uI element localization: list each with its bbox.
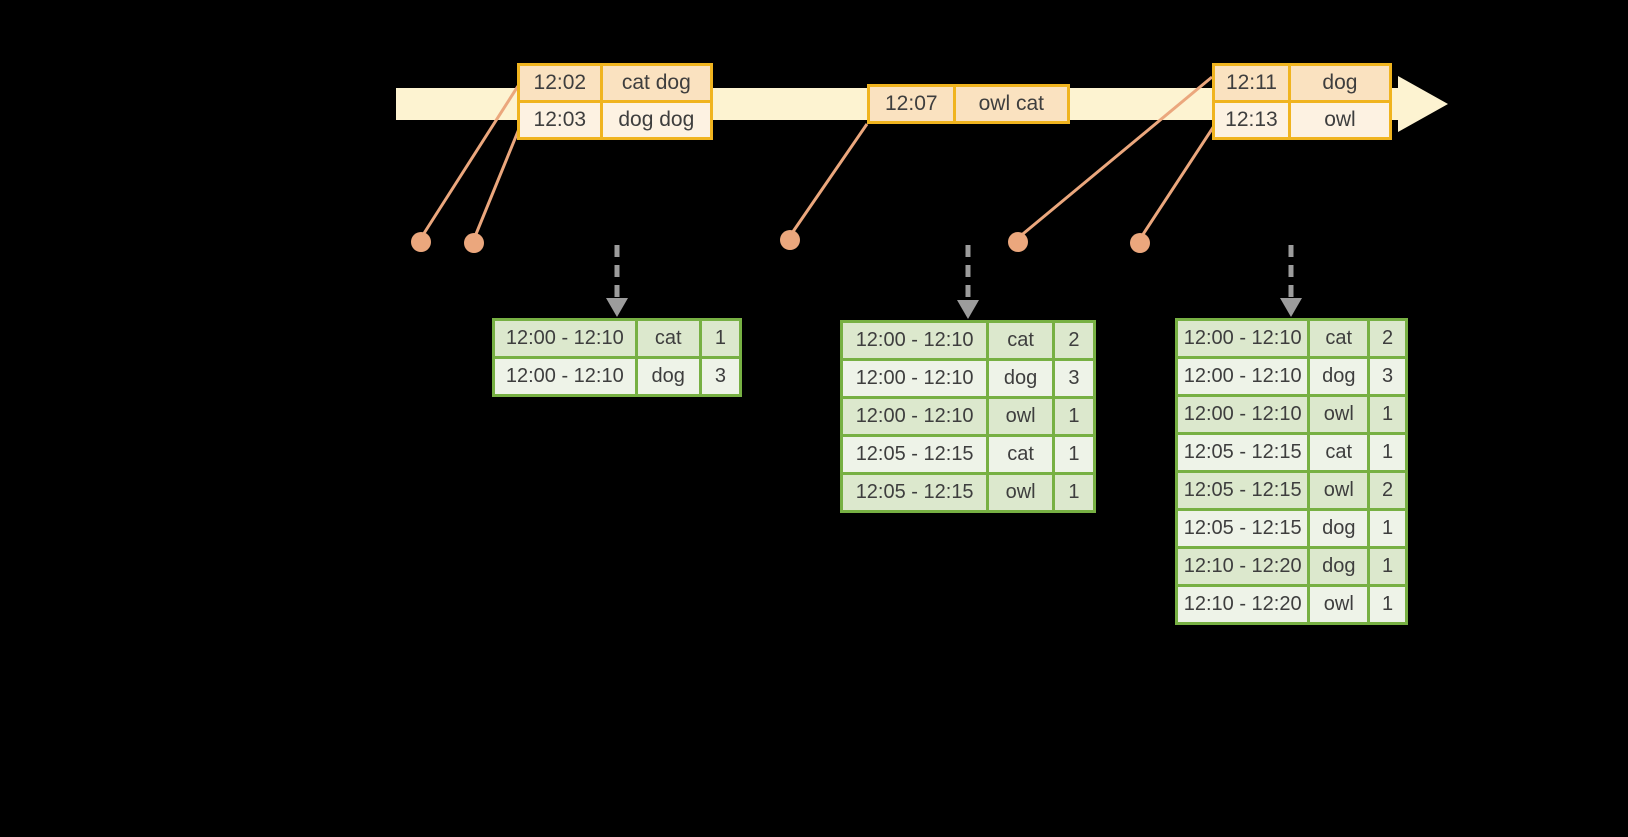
- table-cell: dog: [986, 358, 1055, 399]
- table-cell: owl: [1307, 584, 1371, 625]
- table-cell: cat: [986, 320, 1055, 361]
- table-cell: 12:00 - 12:10: [839, 320, 990, 361]
- table-cell: 2: [1051, 320, 1097, 361]
- table-cell: owl: [986, 472, 1055, 513]
- table-cell: 12:05 - 12:15: [839, 434, 990, 475]
- table-cell: 2: [1367, 470, 1408, 511]
- table-cell: 1: [1367, 508, 1408, 549]
- table-cell: 12:00 - 12:10: [1174, 394, 1311, 435]
- table-cell: dog: [1307, 508, 1371, 549]
- leader-line: [472, 123, 523, 240]
- table-cell: 12:00 - 12:10: [492, 356, 638, 397]
- table-cell: 1: [1051, 396, 1097, 437]
- table-cell: 12:11: [1212, 63, 1291, 103]
- table-cell: 3: [698, 356, 743, 397]
- table-cell: dog dog: [599, 100, 714, 140]
- table-cell: cat dog: [599, 63, 714, 103]
- event-dot-icon: [780, 230, 800, 250]
- table-cell: owl: [986, 396, 1055, 437]
- table-cell: 1: [1367, 546, 1408, 587]
- flow-arrow-icon: [1280, 245, 1302, 317]
- event-dot-icon: [1130, 233, 1150, 253]
- table-cell: owl: [1287, 100, 1393, 140]
- table-cell: 12:05 - 12:15: [1174, 508, 1311, 549]
- table-cell: dog: [634, 356, 702, 397]
- table-cell: 12:05 - 12:15: [1174, 432, 1311, 473]
- table-cell: 3: [1367, 356, 1408, 397]
- table-cell: dog: [1307, 546, 1371, 587]
- table-cell: 1: [1367, 584, 1408, 625]
- table-cell: 12:00 - 12:10: [1174, 318, 1311, 359]
- table-cell: 12:00 - 12:10: [492, 318, 638, 359]
- table-cell: 12:00 - 12:10: [839, 396, 990, 437]
- flow-arrow-icon: [606, 245, 628, 317]
- table-cell: owl: [1307, 394, 1371, 435]
- table-cell: cat: [1307, 318, 1371, 359]
- table-cell: 12:03: [517, 100, 603, 140]
- table-cell: 1: [1367, 394, 1408, 435]
- table-cell: 12:10 - 12:20: [1174, 546, 1311, 587]
- table-cell: 12:07: [867, 84, 956, 124]
- table-cell: owl: [1307, 470, 1371, 511]
- leader-line: [419, 85, 520, 239]
- timeline-arrowhead-icon: [1398, 76, 1448, 132]
- event-dot-icon: [411, 232, 431, 252]
- table-cell: 12:02: [517, 63, 603, 103]
- table-cell: 2: [1367, 318, 1408, 359]
- table-cell: 12:00 - 12:10: [1174, 356, 1311, 397]
- table-cell: dog: [1287, 63, 1393, 103]
- table-cell: cat: [634, 318, 702, 359]
- table-cell: 1: [1051, 434, 1097, 475]
- table-cell: 12:05 - 12:15: [1174, 470, 1311, 511]
- table-cell: cat: [1307, 432, 1371, 473]
- table-cell: 1: [1051, 472, 1097, 513]
- table-cell: owl cat: [952, 84, 1071, 124]
- table-cell: 3: [1051, 358, 1097, 399]
- event-dot-icon: [1008, 232, 1028, 252]
- table-cell: 12:00 - 12:10: [839, 358, 990, 399]
- table-cell: 12:10 - 12:20: [1174, 584, 1311, 625]
- leader-line: [788, 123, 869, 237]
- event-dot-icon: [464, 233, 484, 253]
- table-cell: 12:13: [1212, 100, 1291, 140]
- leader-line: [1017, 75, 1213, 240]
- table-cell: 12:05 - 12:15: [839, 472, 990, 513]
- table-cell: cat: [986, 434, 1055, 475]
- flow-arrow-icon: [957, 245, 979, 319]
- table-cell: 1: [1367, 432, 1408, 473]
- table-cell: dog: [1307, 356, 1371, 397]
- leader-line: [1138, 125, 1216, 240]
- table-cell: 1: [698, 318, 743, 359]
